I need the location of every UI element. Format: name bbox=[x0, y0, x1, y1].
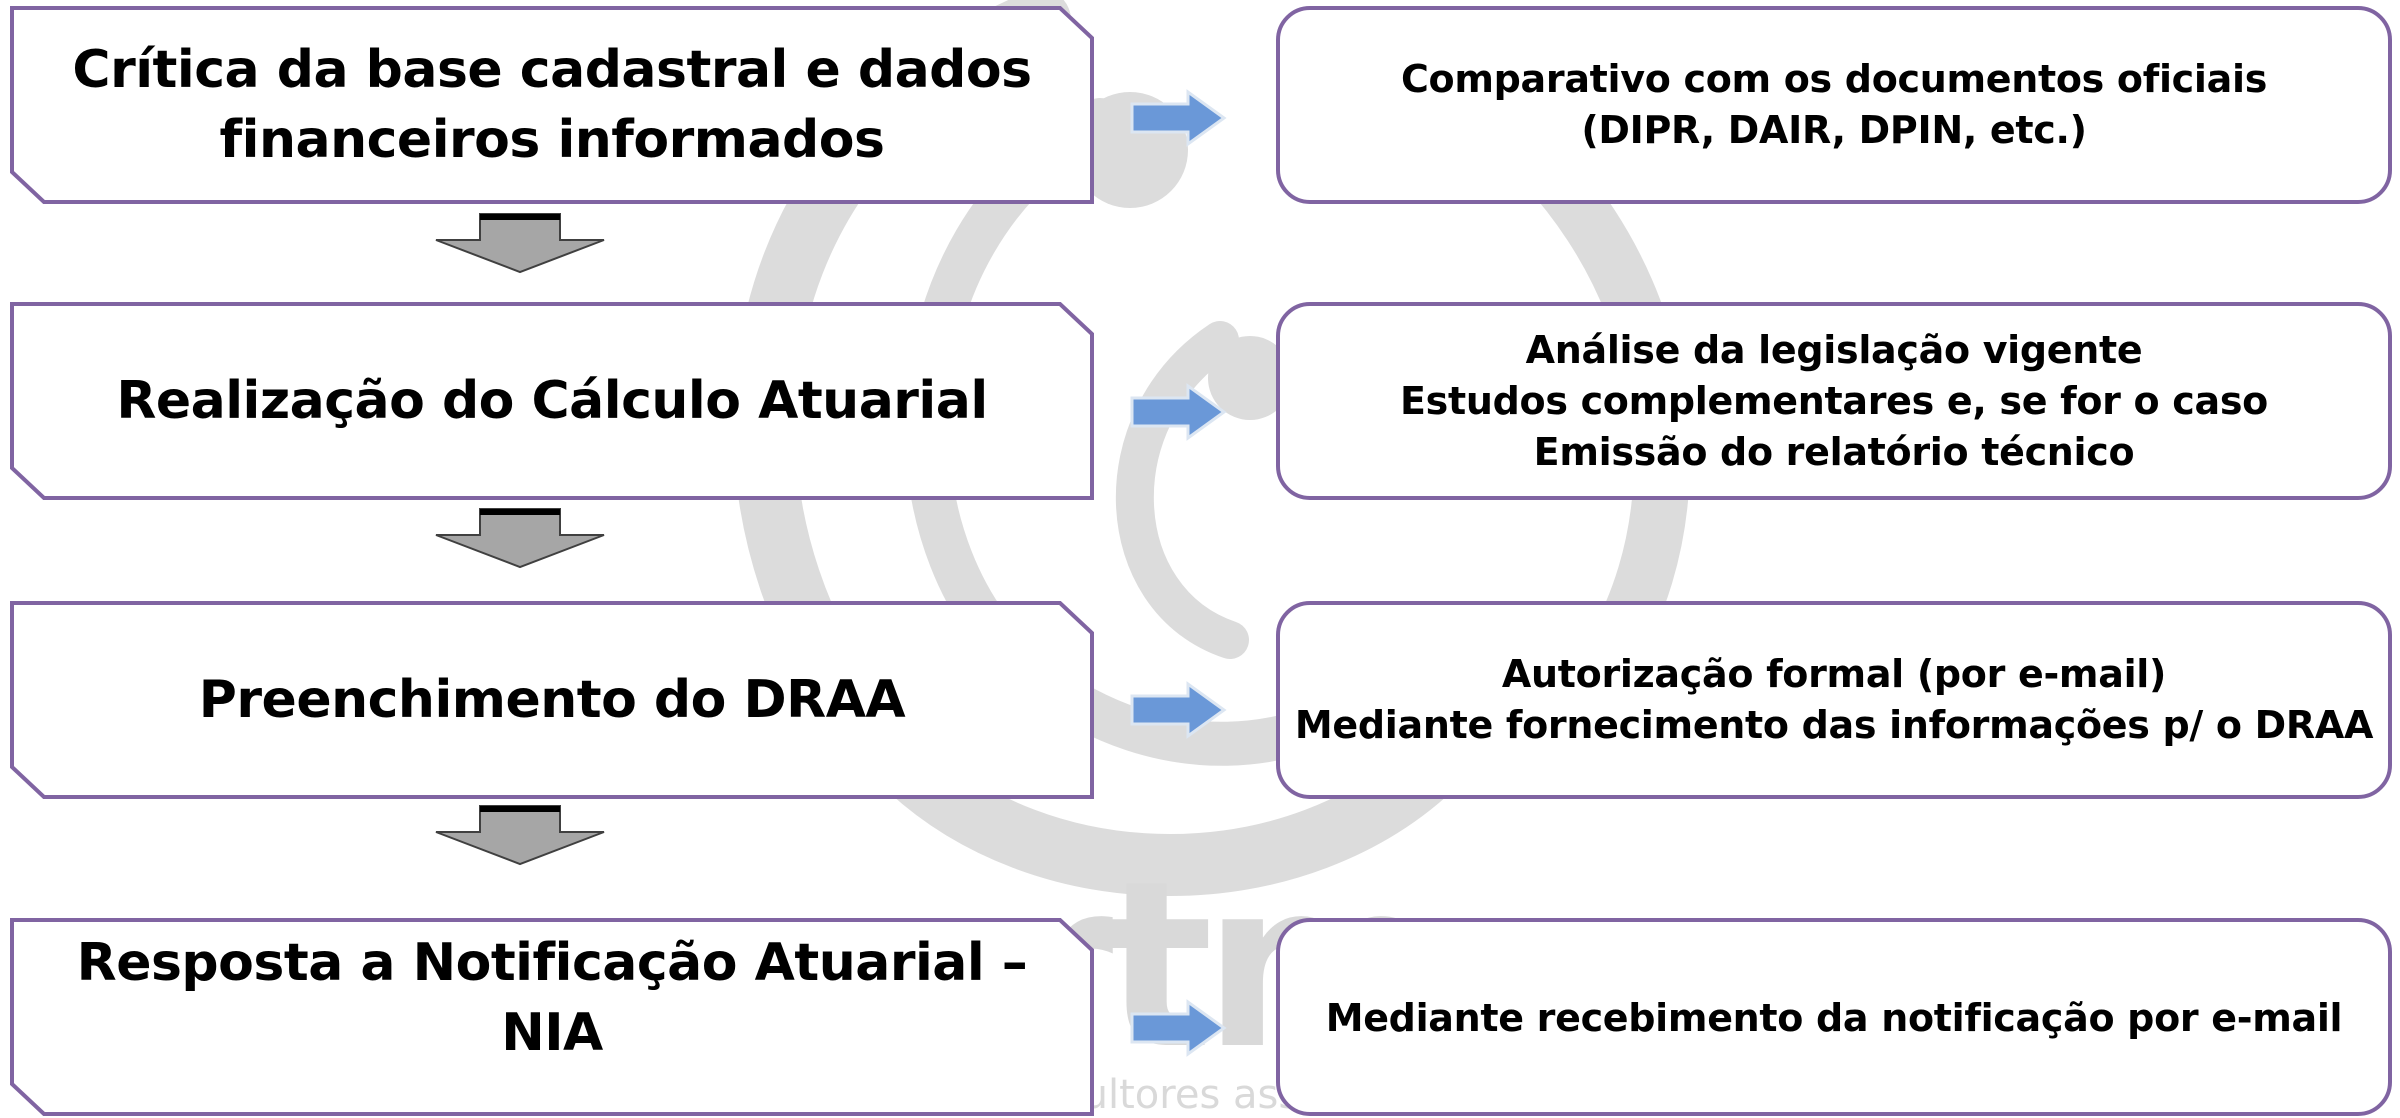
note-text-line: Estudos complementares e, se for o caso bbox=[1400, 378, 2268, 423]
down-arrow-icon bbox=[435, 805, 605, 866]
right-arrow-icon bbox=[1130, 999, 1227, 1057]
note-text-line: (DIPR, DAIR, DPIN, etc.) bbox=[1581, 108, 2087, 152]
process-step-1: Crítica da base cadastral e dados financ… bbox=[10, 6, 1094, 204]
watermark-inner-arc bbox=[1116, 321, 1249, 659]
right-arrow-icon bbox=[1130, 383, 1227, 441]
step-text-line: Resposta a Notificação Atuarial – bbox=[76, 933, 1028, 993]
watermark-dot-middle bbox=[1208, 336, 1292, 420]
step-text-line: Preenchimento do DRAA bbox=[198, 670, 906, 730]
process-step-2: Realização do Cálculo Atuarial bbox=[10, 302, 1094, 500]
step-text-line: Crítica da base cadastral e dados bbox=[72, 40, 1032, 100]
note-text-line: Análise da legislação vigente bbox=[1525, 327, 2143, 372]
note-frame bbox=[1276, 601, 2392, 799]
step-text-line: Realização do Cálculo Atuarial bbox=[116, 371, 988, 431]
note-frame bbox=[1276, 302, 2392, 500]
down-arrow-icon bbox=[435, 508, 605, 569]
note-text-line: Mediante recebimento da notificação por … bbox=[1325, 995, 2343, 1040]
step-note-1: Comparativo com os documentos oficiais (… bbox=[1276, 6, 2392, 204]
right-arrow-icon bbox=[1130, 89, 1227, 147]
step-note-3: Autorização formal (por e-mail) Mediante… bbox=[1276, 601, 2392, 799]
note-frame bbox=[1276, 6, 2392, 204]
note-text-line: Mediante fornecimento das informações p/… bbox=[1294, 703, 2374, 747]
step-note-4: Mediante recebimento da notificação por … bbox=[1276, 918, 2392, 1116]
note-text-line: Emissão do relatório técnico bbox=[1533, 429, 2135, 474]
note-text-line: Autorização formal (por e-mail) bbox=[1501, 652, 2167, 696]
note-text-line: Comparativo com os documentos oficiais bbox=[1400, 57, 2268, 101]
step-text-line: financeiros informados bbox=[219, 110, 885, 170]
down-arrow-icon bbox=[435, 213, 605, 274]
right-arrow-icon bbox=[1130, 681, 1227, 739]
step-text-line: NIA bbox=[501, 1003, 603, 1063]
step-frame bbox=[10, 6, 1094, 204]
step-note-2: Análise da legislação vigente Estudos co… bbox=[1276, 302, 2392, 500]
process-step-4: Resposta a Notificação Atuarial – NIA bbox=[10, 918, 1094, 1116]
step-frame bbox=[10, 601, 1094, 799]
process-step-3: Preenchimento do DRAA bbox=[10, 601, 1094, 799]
step-frame bbox=[10, 302, 1094, 500]
